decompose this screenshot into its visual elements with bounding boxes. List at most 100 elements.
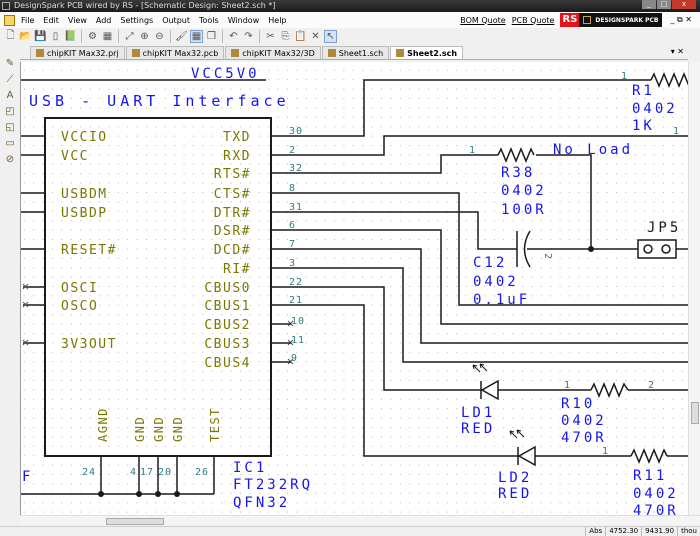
tab-sheet2[interactable]: Sheet2.sch	[390, 46, 464, 59]
pin-test: TEST	[208, 407, 222, 442]
window-title: DesignSpark PCB wired by RS - [Schematic…	[14, 1, 276, 10]
zoom-out-icon[interactable]: ⊖	[155, 31, 164, 42]
vertical-scrollbar[interactable]	[688, 62, 700, 515]
nets[interactable]	[21, 79, 688, 495]
ld2-value: RED	[498, 486, 532, 502]
c12-capacitor[interactable]	[516, 230, 531, 268]
component-icon[interactable]: ◰	[5, 106, 15, 117]
pin-num: 21	[289, 295, 303, 306]
copy-doc-icon[interactable]: ▯	[52, 31, 59, 42]
menu-settings[interactable]: Settings	[120, 15, 154, 25]
pin-num: 32	[289, 163, 303, 174]
wire-icon[interactable]: ⟋	[6, 74, 14, 85]
delete-icon[interactable]: ✕	[311, 31, 320, 42]
r1-pin1: 1	[621, 71, 628, 82]
mdi-minimize-button[interactable]: _ ⧉ ✕	[670, 15, 692, 24]
close-button[interactable]: x	[672, 0, 696, 9]
tab-label: chipKIT Max32/3D	[242, 48, 315, 58]
menu-output[interactable]: Output	[162, 15, 190, 25]
pin-vccio: VCCIO	[61, 130, 108, 145]
zoom-fit-icon[interactable]: ⤢	[125, 31, 134, 42]
tab-label: Sheet1.sch	[338, 48, 384, 58]
settings-icon[interactable]: ⚙	[88, 31, 97, 42]
menu-tools[interactable]: Tools	[198, 15, 219, 25]
menu-help[interactable]: Help	[268, 15, 287, 25]
tab-3d[interactable]: chipKIT Max32/3D	[225, 46, 321, 59]
paste-icon[interactable]: 📋	[294, 31, 307, 42]
ic1-value: FT232RQ	[233, 477, 313, 493]
menu-view[interactable]: View	[67, 15, 87, 25]
tab-label: chipKIT Max32.prj	[47, 48, 119, 58]
r11-resistor[interactable]	[630, 448, 668, 464]
horizontal-scroll-thumb[interactable]	[106, 518, 164, 525]
bom-quote-link[interactable]: BOM Quote	[460, 15, 506, 25]
pin-usbdm: USBDM	[61, 187, 108, 202]
x-coordinate: 4752.30	[605, 527, 641, 536]
ld1-led[interactable]	[472, 363, 499, 401]
paint-icon[interactable]: 🖌	[175, 31, 188, 42]
pin-rxd: RXD	[223, 149, 251, 164]
zoom-in-icon[interactable]: ⊕	[140, 31, 149, 42]
r1-resistor[interactable]	[650, 72, 688, 88]
menu-window[interactable]: Window	[227, 15, 260, 25]
ld2-led[interactable]	[509, 429, 536, 467]
schematic-canvas[interactable]: VCC5V0 USB - UART Interface VCCIO VCC US…	[20, 62, 688, 515]
horizontal-scrollbar[interactable]	[20, 515, 700, 526]
tab-sheet1[interactable]: Sheet1.sch	[321, 46, 390, 59]
document-icon[interactable]	[4, 14, 15, 26]
pin-reset: RESET#	[61, 243, 117, 258]
c12-pin2: 2	[542, 253, 553, 260]
vertical-scroll-thumb[interactable]	[691, 402, 699, 424]
pcb-quote-link[interactable]: PCB Quote	[511, 15, 555, 25]
ic1-ref: IC1	[233, 460, 267, 476]
tab-project[interactable]: chipKIT Max32.prj	[30, 46, 125, 59]
page-icon[interactable]: ◱	[5, 122, 15, 133]
r10-resistor[interactable]	[590, 382, 629, 398]
menu-add[interactable]: Add	[95, 15, 112, 25]
r38-ref: R38	[501, 165, 535, 181]
r1-ref: R1	[632, 83, 655, 99]
properties-icon[interactable]: ❐	[207, 31, 216, 42]
grid-toggle-icon[interactable]: ▦	[190, 30, 203, 43]
menu-edit[interactable]: Edit	[43, 15, 59, 25]
r10-value: 470R	[561, 430, 607, 446]
pin-num: 17	[140, 467, 154, 478]
c12-ref: C12	[473, 255, 507, 271]
r1-package: 0402	[632, 101, 678, 117]
rxd-pin-number: 1	[673, 126, 680, 137]
r38-resistor[interactable]	[497, 147, 535, 163]
book-icon[interactable]: 📗	[64, 31, 77, 42]
select-icon[interactable]: ↖	[324, 30, 337, 43]
circle-icon[interactable]: ⊘	[5, 154, 15, 165]
left-toolbar: ✎ ⟋ A ◰ ◱ ▭ ⊘	[0, 55, 20, 175]
edge-text: F	[22, 469, 33, 485]
open-icon[interactable]: 📂	[19, 31, 32, 42]
pin-num: 7	[289, 239, 296, 250]
schematic-icon	[327, 49, 336, 57]
r10-package: 0402	[561, 413, 607, 429]
tab-pcb[interactable]: chipKIT Max32.pcb	[125, 46, 225, 59]
text-icon[interactable]: A	[6, 90, 14, 101]
r11-package: 0402	[633, 486, 679, 502]
save-icon[interactable]: 💾	[34, 31, 47, 42]
r10-ref: R10	[561, 396, 595, 412]
minimize-button[interactable]: _	[642, 0, 656, 9]
undo-icon[interactable]: ↶	[229, 31, 238, 42]
cut-icon[interactable]: ✂	[266, 31, 275, 42]
menu-bar: File Edit View Add Settings Output Tools…	[0, 12, 700, 28]
grid-icon[interactable]: ▦	[102, 31, 113, 42]
redo-icon[interactable]: ↷	[244, 31, 253, 42]
new-icon[interactable]: 🗋	[6, 30, 15, 41]
pin-icon[interactable]: ✎	[5, 58, 15, 69]
pin-num: 31	[289, 202, 303, 213]
rectangle-icon[interactable]: ▭	[5, 138, 15, 149]
jp5-jumper[interactable]	[637, 239, 677, 259]
maximize-button[interactable]: □	[657, 0, 671, 9]
copy-icon[interactable]: ⎘	[281, 31, 290, 42]
tab-close-button[interactable]: ▾ ✕	[670, 47, 684, 56]
pin-cbus2: CBUS2	[204, 318, 251, 333]
pin-usbdp: USBDP	[61, 206, 108, 221]
pin-agnd: AGND	[96, 407, 110, 442]
pin-rts: RTS#	[214, 167, 251, 182]
menu-file[interactable]: File	[21, 15, 35, 25]
